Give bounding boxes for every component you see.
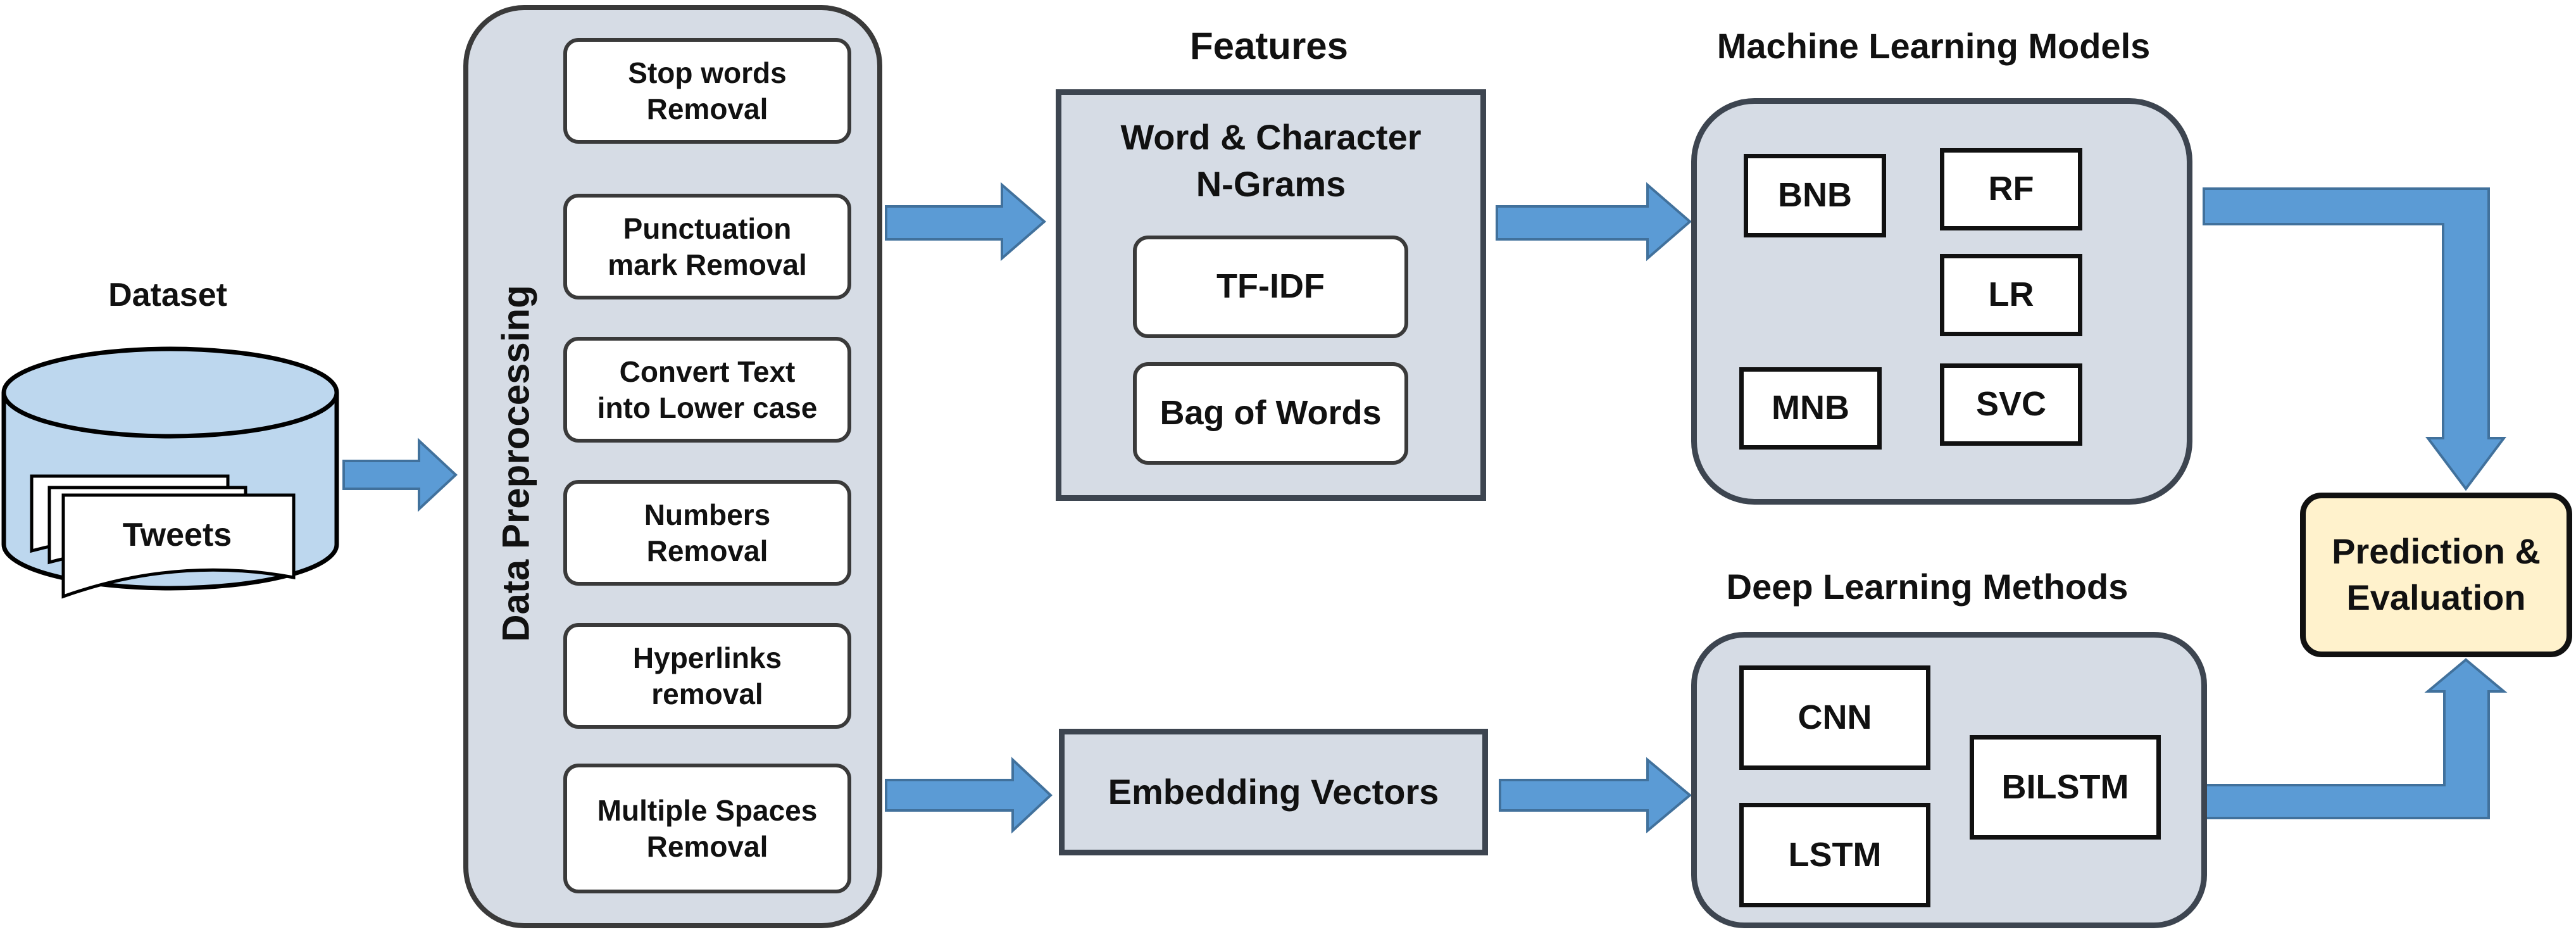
method-bilstm: BILSTM <box>1970 735 2161 840</box>
arrow-preprocessing-to-embedding <box>885 757 1053 834</box>
step-label: Convert Text into Lower case <box>597 355 818 424</box>
arrow-features-to-ml <box>1496 182 1692 261</box>
preprocessing-label-text: Data Preprocessing <box>494 285 537 642</box>
model-rf: RF <box>1940 148 2082 230</box>
step-numbers: Numbers Removal <box>563 480 851 586</box>
features-subtitle: Word & Character N-Grams <box>1120 117 1422 204</box>
feature-bag-of-words: Bag of Words <box>1133 362 1408 465</box>
step-punctuation: Punctuation mark Removal <box>563 194 851 299</box>
model-lr: LR <box>1940 254 2082 336</box>
method-lstm: LSTM <box>1739 803 1930 907</box>
arrow-dataset-to-preprocessing <box>342 438 458 512</box>
arrow-embedding-to-dl <box>1499 757 1692 834</box>
model-mnb: MNB <box>1739 367 1882 450</box>
arrow-dl-to-result <box>2203 658 2508 819</box>
step-stop-words: Stop words Removal <box>563 38 851 144</box>
step-label: Stop words Removal <box>628 56 787 125</box>
ml-label: Machine Learning Models <box>1716 26 2151 66</box>
step-label: Hyperlinks removal <box>632 641 782 710</box>
arrow-ml-to-result <box>2203 187 2506 491</box>
model-svc: SVC <box>1940 363 2082 446</box>
model-bnb: BNB <box>1744 154 1886 237</box>
step-multiple-spaces: Multiple Spaces Removal <box>563 764 851 893</box>
embedding-vectors-box: Embedding Vectors <box>1059 729 1488 855</box>
dataset-cylinder-icon <box>1 346 339 599</box>
prediction-evaluation-box: Prediction & Evaluation <box>2300 493 2572 657</box>
step-label: Numbers Removal <box>644 498 771 567</box>
step-hyperlinks: Hyperlinks removal <box>563 623 851 729</box>
document-stack-icon <box>30 474 296 599</box>
dataset-label: Dataset <box>108 277 227 313</box>
dl-label: Deep Learning Methods <box>1726 567 2129 607</box>
tweets-label: Tweets <box>122 517 232 553</box>
step-label: Multiple Spaces Removal <box>597 794 818 863</box>
method-cnn: CNN <box>1739 665 1930 770</box>
step-label: Punctuation mark Removal <box>608 212 807 281</box>
feature-tfidf: TF-IDF <box>1133 236 1408 338</box>
arrow-preprocessing-to-features <box>885 182 1047 261</box>
features-label: Features <box>1189 25 1349 67</box>
step-lowercase: Convert Text into Lower case <box>563 337 851 443</box>
